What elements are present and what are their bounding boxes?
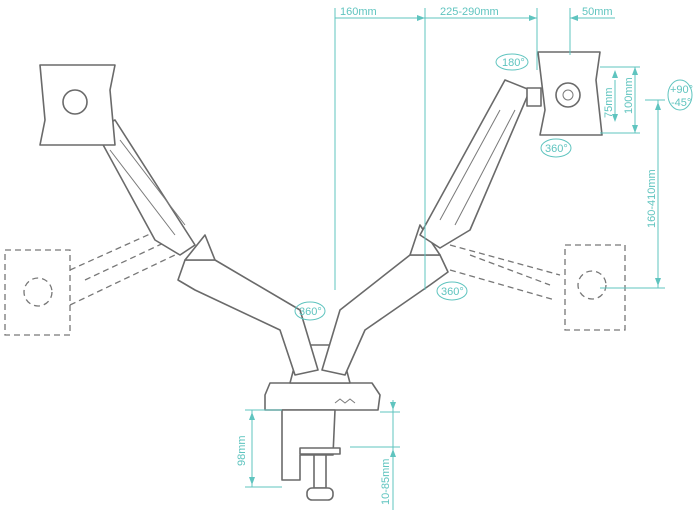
vesa-small-label: 75mm: [603, 87, 615, 118]
arm-length-label: 225-290mm: [440, 6, 499, 18]
height-range-label: 160-410mm: [646, 169, 658, 228]
tilt-down-label: -45°: [671, 97, 691, 109]
lower-position-ghost-right: [449, 244, 626, 331]
right-vesa-plate: [537, 51, 603, 136]
left-arm: [94, 119, 319, 376]
rotate-arm-right-label: 360°: [441, 286, 464, 298]
right-arm: [321, 79, 542, 376]
rotate-monitor-label: 360°: [545, 143, 568, 155]
clamp-height-label: 98mm: [236, 435, 248, 466]
desk-clamp: [264, 382, 381, 501]
rotate-arm-left-label: 360°: [299, 306, 322, 318]
dimension-lines: [245, 8, 693, 510]
lower-position-ghost-left: [4, 224, 176, 336]
desk-thickness-label: 10-85mm: [380, 459, 392, 505]
left-vesa-plate: [39, 64, 116, 146]
plate-offset-label: 50mm: [582, 6, 613, 18]
reach-offset-label: 160mm: [340, 6, 377, 18]
vesa-large-label: 100mm: [623, 77, 635, 114]
swivel-label: 180°: [502, 57, 525, 69]
tilt-up-label: +90°: [670, 84, 693, 96]
